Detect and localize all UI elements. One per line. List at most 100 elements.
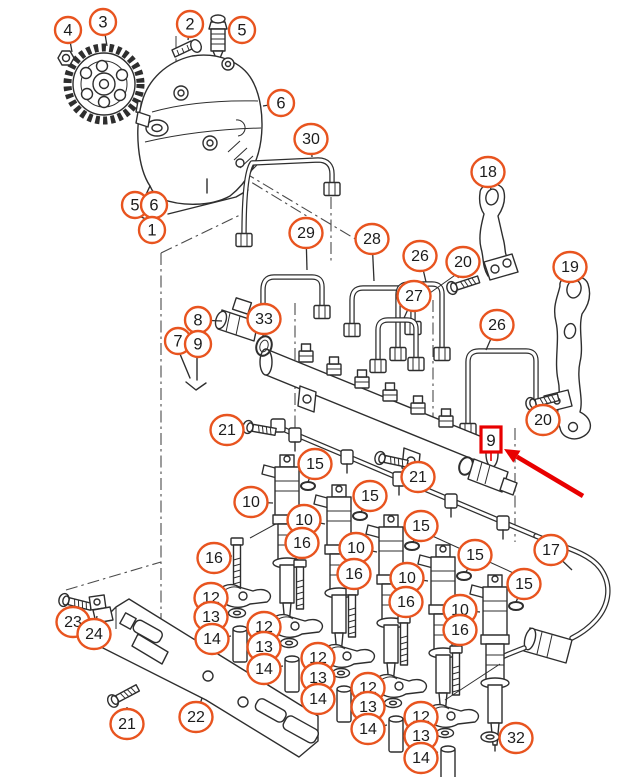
callout-16[interactable]: 16 [196,541,233,575]
pump-screw [171,39,202,58]
callout-number: 16 [293,535,311,552]
callout-number: 16 [397,594,415,611]
callout-number: 10 [295,512,313,529]
callout-number: 13 [359,699,377,716]
callout-number: 13 [412,728,430,745]
callout-number: 13 [255,639,273,656]
callout-16[interactable]: 16 [284,526,320,560]
callout-21[interactable]: 21 [209,413,245,447]
callout-22[interactable]: 22 [178,697,214,734]
callout-number: 15 [361,488,379,505]
bolt-21-plate [104,681,142,710]
callout-number: 2 [185,16,194,34]
callout-number: 10 [347,540,365,557]
callout-number: 20 [454,254,472,271]
callout-6[interactable]: 6 [139,190,169,220]
mounting-bracket-22 [98,598,320,758]
callout-15[interactable]: 15 [352,479,388,513]
callout-18[interactable]: 18 [470,155,506,191]
callout-number: 26 [488,317,506,334]
callout-number: 27 [405,288,423,305]
return-hose [488,533,611,664]
callout-26[interactable]: 26 [479,308,515,351]
callout-28[interactable]: 28 [354,222,390,282]
callout-14[interactable]: 14 [350,712,388,746]
callout-number: 16 [451,622,469,639]
callout-20[interactable]: 20 [525,403,561,437]
callout-number: 15 [466,547,484,564]
callout-2[interactable]: 2 [175,9,205,41]
callout-16[interactable]: 16 [442,613,478,647]
callout-30[interactable]: 30 [293,122,329,158]
callout-13[interactable]: 13 [350,690,386,724]
callout-number: 30 [302,131,320,148]
callout-10[interactable]: 10 [286,503,326,537]
pressure-control-valve [214,297,259,342]
callout-33[interactable]: 33 [246,302,282,337]
callout-32[interactable]: 32 [498,721,534,755]
injector-5 [469,574,510,752]
callout-number: 15 [515,576,533,593]
callout-9[interactable]: 9 [183,329,213,359]
callout-number: 1 [147,222,156,240]
callout-number: 9 [193,336,202,354]
callout-15[interactable]: 15 [297,447,333,483]
callout-10[interactable]: 10 [233,485,274,519]
callout-number: 10 [242,494,260,511]
callout-19[interactable]: 19 [552,250,588,284]
rail-callout-bracket [179,353,207,391]
callout-29[interactable]: 29 [288,216,324,271]
callout-number: 19 [561,259,579,276]
callout-number: 23 [64,614,82,631]
callout-21[interactable]: 21 [109,707,145,741]
callout-1[interactable]: 1 [137,215,167,245]
highlight-arrow [504,449,521,463]
callout-14[interactable]: 14 [403,741,439,775]
callout-24[interactable]: 24 [76,615,112,651]
callout-6[interactable]: 6 [262,88,296,118]
callout-4[interactable]: 4 [53,15,83,53]
callout-number: 14 [309,691,327,708]
callout-21[interactable]: 21 [400,460,436,494]
pump-valve-fitting [208,14,228,59]
callout-number: 5 [237,22,246,40]
callout-number: 5 [130,197,139,215]
callout-13[interactable]: 13 [193,600,230,634]
callout-number: 14 [359,721,377,738]
callout-number: 21 [218,422,236,439]
callout-number: 33 [255,311,273,328]
callout-number: 18 [479,164,497,181]
callout-10[interactable]: 10 [338,531,378,565]
highlight-layer: 9 [479,425,585,498]
callout-14[interactable]: 14 [246,652,284,686]
callout-number: 6 [276,95,285,113]
callout-10[interactable]: 10 [389,561,429,595]
gear-nut [57,50,75,66]
callout-number: 21 [118,716,136,733]
pump-to-rail-pipe [235,157,341,248]
callout-20[interactable]: 20 [445,245,481,279]
callout-17[interactable]: 17 [533,533,573,571]
callout-14[interactable]: 14 [194,622,232,656]
callout-27[interactable]: 27 [396,279,432,319]
callout-13[interactable]: 13 [403,719,439,753]
callout-15[interactable]: 15 [506,567,542,603]
highlighted-part-box [479,425,503,454]
callout-number: 17 [542,542,560,559]
callout-number: 16 [205,550,223,567]
callout-15[interactable]: 15 [403,509,439,543]
callout-14[interactable]: 14 [300,682,336,716]
callout-15[interactable]: 15 [457,538,493,573]
callout-number: 15 [412,518,430,535]
callout-13[interactable]: 13 [246,630,282,664]
callout-5[interactable]: 5 [227,15,257,45]
valve-seal-33 [255,335,273,357]
callout-number: 32 [507,730,525,747]
callout-number: 16 [345,566,363,583]
callout-26[interactable]: 26 [402,239,438,283]
callout-16[interactable]: 16 [336,557,372,591]
callout-16[interactable]: 16 [388,585,424,619]
callout-3[interactable]: 3 [88,7,118,47]
callout-number: 20 [534,412,552,429]
